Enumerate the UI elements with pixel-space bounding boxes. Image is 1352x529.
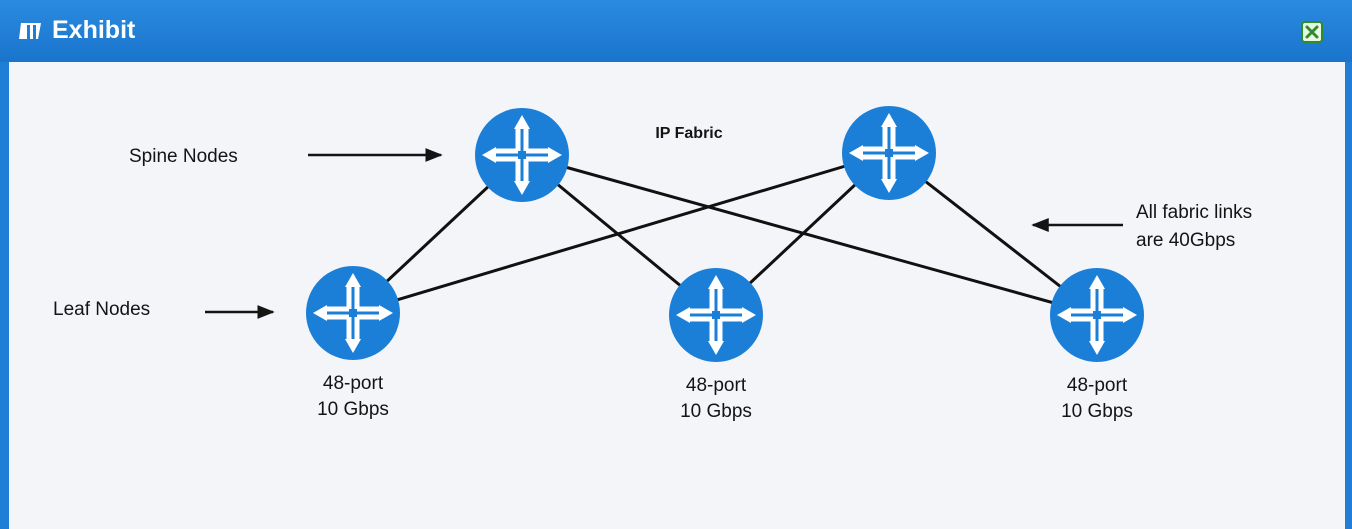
leaf-node-3 [1050,268,1144,362]
spine-node-2 [842,106,936,200]
exhibit-content: 48-port 10 Gbps 48-port 10 Gbps 48-port 10 Gb… [9,62,1345,529]
exhibit-icon [19,23,41,39]
leaf-1-speed-label: 10 Gbps [317,399,389,420]
close-button[interactable] [1301,21,1323,43]
leaf-1-port-label: 48-port [323,373,384,394]
diagram-title: IP Fabric [655,125,722,142]
fabric-note-line2: are 40Gbps [1136,230,1235,251]
spine-node-1 [475,108,569,202]
close-icon [1305,25,1319,39]
ip-fabric-diagram: 48-port 10 Gbps 48-port 10 Gbps 48-port 10 Gb… [53,106,1252,422]
fabric-note-line1: All fabric links [1136,202,1252,223]
leaf-2-port-label: 48-port [686,375,747,396]
spine-nodes-label: Spine Nodes [129,146,238,167]
window-title: Exhibit [52,16,136,44]
leaf-nodes-label: Leaf Nodes [53,299,150,320]
leaf-node-2 [669,268,763,362]
link-spine-2-leaf-1 [352,151,890,315]
leaf-2-speed-label: 10 Gbps [680,401,752,422]
leaf-3-port-label: 48-port [1067,375,1128,396]
title-bar: Exhibit [0,0,1352,62]
fabric-nodes: 48-port 10 Gbps 48-port 10 Gbps 48-port 10 Gb… [306,106,1144,422]
leaf-node-1 [306,266,400,360]
link-spine-1-leaf-3 [521,153,1098,317]
leaf-3-speed-label: 10 Gbps [1061,401,1133,422]
